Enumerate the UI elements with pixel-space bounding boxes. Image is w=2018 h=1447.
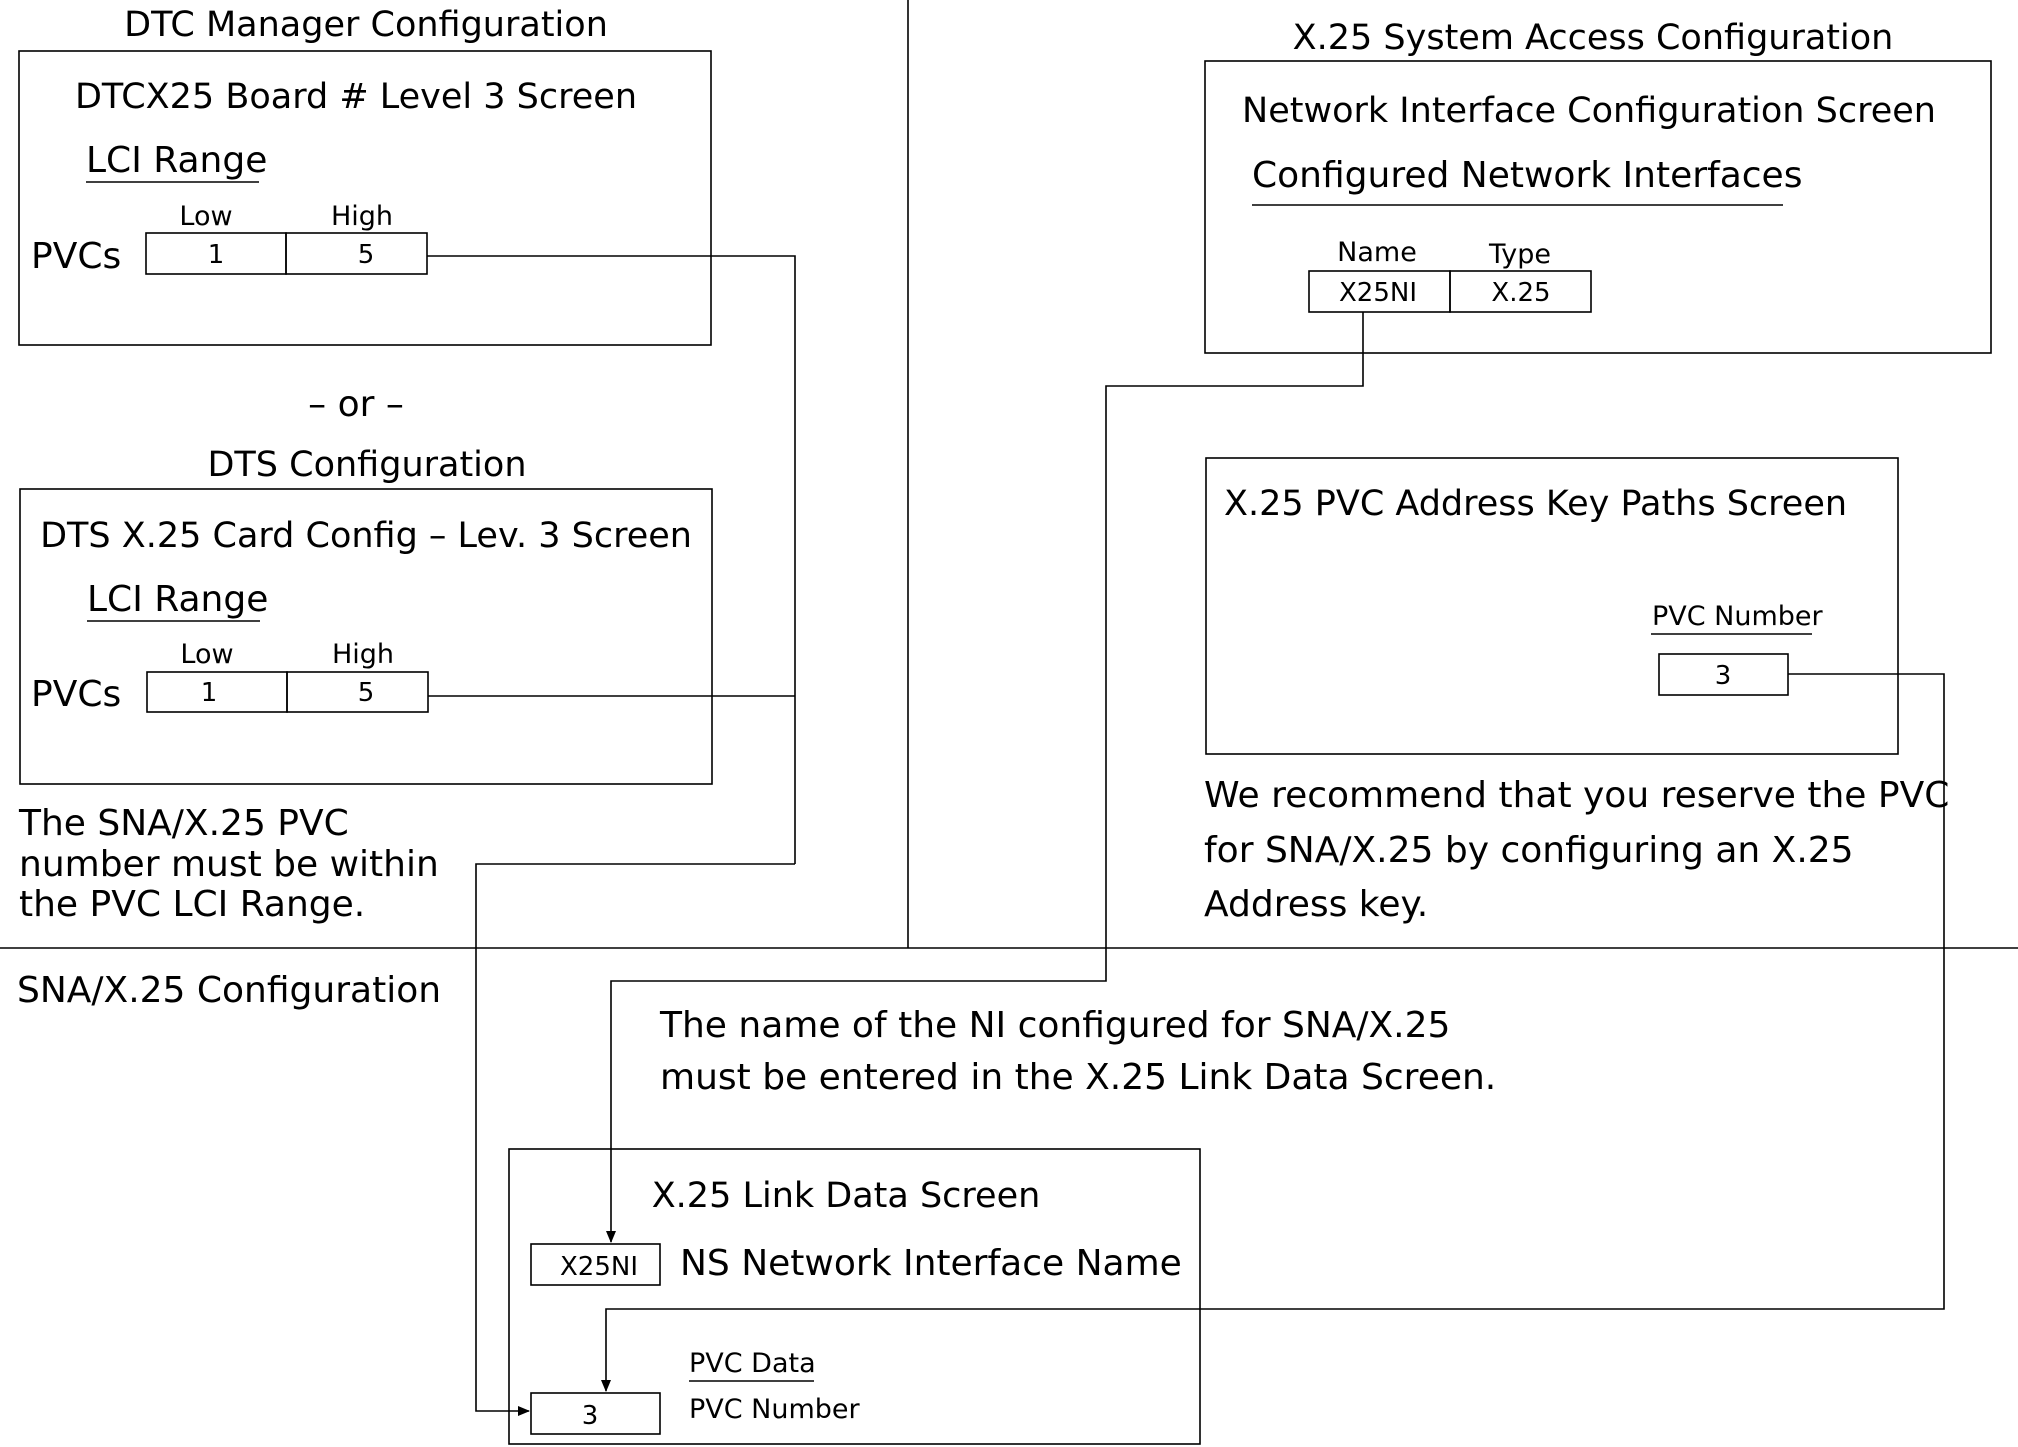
dts-section-title: DTS Configuration <box>207 445 526 485</box>
link-pvc-field <box>530 1392 661 1435</box>
pvc-range-note-line: the PVC LCI Range. <box>19 884 365 925</box>
ni-name-label: Name <box>1337 237 1417 268</box>
ni-type-label: Type <box>1488 239 1551 270</box>
sna-section-title: SNA/X.25 Configuration <box>17 970 441 1011</box>
dts-pvcs-label: PVCs <box>31 674 121 715</box>
pvc-address-key-screen <box>1205 457 1899 755</box>
pvc-number-label: PVC Number <box>1652 601 1824 632</box>
dts-card-config-screen <box>19 488 713 785</box>
ni-name-note-line: The name of the NI configured for SNA/X.… <box>659 1005 1450 1046</box>
dts-high-label: High <box>332 639 394 670</box>
pvc-range-note: The SNA/X.25 PVC number must be within t… <box>18 803 439 925</box>
reserve-pvc-note-line: for SNA/X.25 by configuring an X.25 <box>1204 830 1854 871</box>
dts-screen-title: DTS X.25 Card Config – Lev. 3 Screen <box>40 516 692 556</box>
pvc-number-to-link-connector <box>601 673 1945 1392</box>
ni-name-to-link-connector <box>606 312 1364 1243</box>
ni-type-value: X.25 <box>1491 278 1550 308</box>
pvc-data-heading: PVC Data <box>689 1348 816 1379</box>
ni-config-screen <box>1204 60 1992 354</box>
link-pvc-value: 3 <box>582 1401 599 1431</box>
link-ni-value: X25NI <box>560 1252 638 1282</box>
dtc-low-label: Low <box>179 201 232 232</box>
lci-range-to-pvc-connector <box>475 863 795 1416</box>
ni-name-note: The name of the NI configured for SNA/X.… <box>659 1005 1496 1098</box>
dtc-level3-screen <box>18 50 712 346</box>
dtc-screen-title: DTCX25 Board # Level 3 Screen <box>75 77 637 117</box>
dtc-high-value: 5 <box>358 240 375 270</box>
reserve-pvc-note: We recommend that you reserve the PVC fo… <box>1204 775 1949 925</box>
pvc-range-note-line: number must be within <box>19 844 439 885</box>
link-pvc-label: PVC Number <box>689 1394 861 1425</box>
dts-lci-range-label: LCI Range <box>87 579 268 620</box>
link-ni-field <box>530 1243 661 1286</box>
or-separator: – or – <box>308 384 404 425</box>
dtc-pvcs-label: PVCs <box>31 236 121 277</box>
dtc-lci-range-label: LCI Range <box>86 140 267 181</box>
link-screen-title: X.25 Link Data Screen <box>652 1176 1041 1216</box>
dts-high-field <box>286 671 429 713</box>
ni-name-value: X25NI <box>1339 278 1417 308</box>
x25-link-data-screen <box>508 1148 1201 1445</box>
ni-screen-title: Network Interface Configuration Screen <box>1242 91 1936 131</box>
pvc-number-value: 3 <box>1715 661 1732 691</box>
ni-type-field <box>1449 270 1592 313</box>
reserve-pvc-note-line: We recommend that you reserve the PVC <box>1204 775 1949 816</box>
link-ni-label: NS Network Interface Name <box>680 1243 1182 1284</box>
dtc-section-title: DTC Manager Configuration <box>124 5 608 45</box>
dtc-high-field <box>285 232 428 275</box>
ni-name-note-line: must be entered in the X.25 Link Data Sc… <box>660 1057 1496 1098</box>
dtc-low-value: 1 <box>208 240 225 270</box>
configured-ni-label: Configured Network Interfaces <box>1252 155 1802 196</box>
dtc-range-connector <box>427 255 796 864</box>
dtc-high-label: High <box>331 201 393 232</box>
pvc-range-note-line: The SNA/X.25 PVC <box>18 803 349 844</box>
dts-low-label: Low <box>180 639 233 670</box>
pvc-screen-title: X.25 PVC Address Key Paths Screen <box>1224 484 1847 524</box>
dts-low-value: 1 <box>201 678 218 708</box>
x25-section-title: X.25 System Access Configuration <box>1293 18 1894 58</box>
dts-high-value: 5 <box>358 678 375 708</box>
reserve-pvc-note-line: Address key. <box>1204 884 1428 925</box>
